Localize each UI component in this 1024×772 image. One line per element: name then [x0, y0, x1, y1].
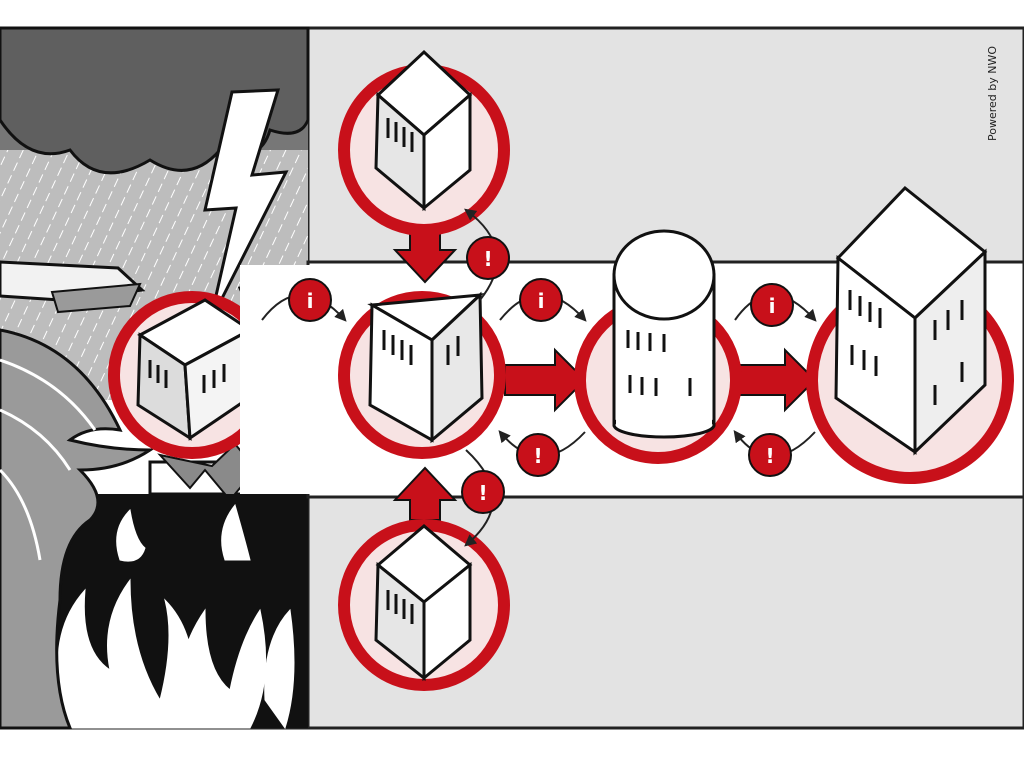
- flow-arrows: [392, 224, 817, 521]
- info-badges: i i i: [288, 278, 794, 327]
- arrow-icon: [734, 347, 817, 413]
- lightning-icon: [203, 88, 289, 323]
- info-badge-glyph: i: [307, 289, 314, 313]
- warning-badge-icon: !: [516, 433, 560, 477]
- node-bottom-cube: [338, 519, 510, 691]
- arrow-icon: [392, 466, 458, 521]
- node-center-prism: [338, 291, 506, 459]
- cube-building-icon: [374, 49, 473, 212]
- fire-icon: [57, 503, 295, 730]
- warning-badge-glyph: !: [483, 247, 492, 271]
- info-badge-icon: i: [288, 278, 332, 322]
- warning-badge-glyph: !: [765, 444, 774, 468]
- node-tower: [806, 185, 1014, 484]
- cylinder-building-icon: [612, 229, 716, 439]
- warning-badges: ! ! ! !: [461, 236, 792, 514]
- warning-badge-glyph: !: [533, 444, 542, 468]
- info-badge-glyph: i: [538, 289, 545, 313]
- node-cylinder: [574, 229, 742, 464]
- tower-building-icon: [834, 185, 988, 456]
- warning-badge-icon: !: [466, 236, 510, 280]
- slab-edge: [50, 282, 142, 314]
- info-badge-icon: i: [750, 283, 794, 327]
- info-badge-glyph: i: [769, 294, 776, 318]
- arrow-icon: [504, 347, 587, 413]
- credit-text: Powered by NWO: [986, 46, 999, 142]
- info-badge-icon: i: [519, 278, 563, 322]
- cube-building-icon: [374, 524, 473, 682]
- wave-icon: [0, 328, 155, 730]
- warning-badge-icon: !: [461, 470, 505, 514]
- triangular-prism-building-icon: [367, 291, 485, 444]
- warning-badge-glyph: !: [478, 481, 487, 505]
- node-top-cube: [338, 49, 510, 236]
- warning-badge-icon: !: [748, 433, 792, 477]
